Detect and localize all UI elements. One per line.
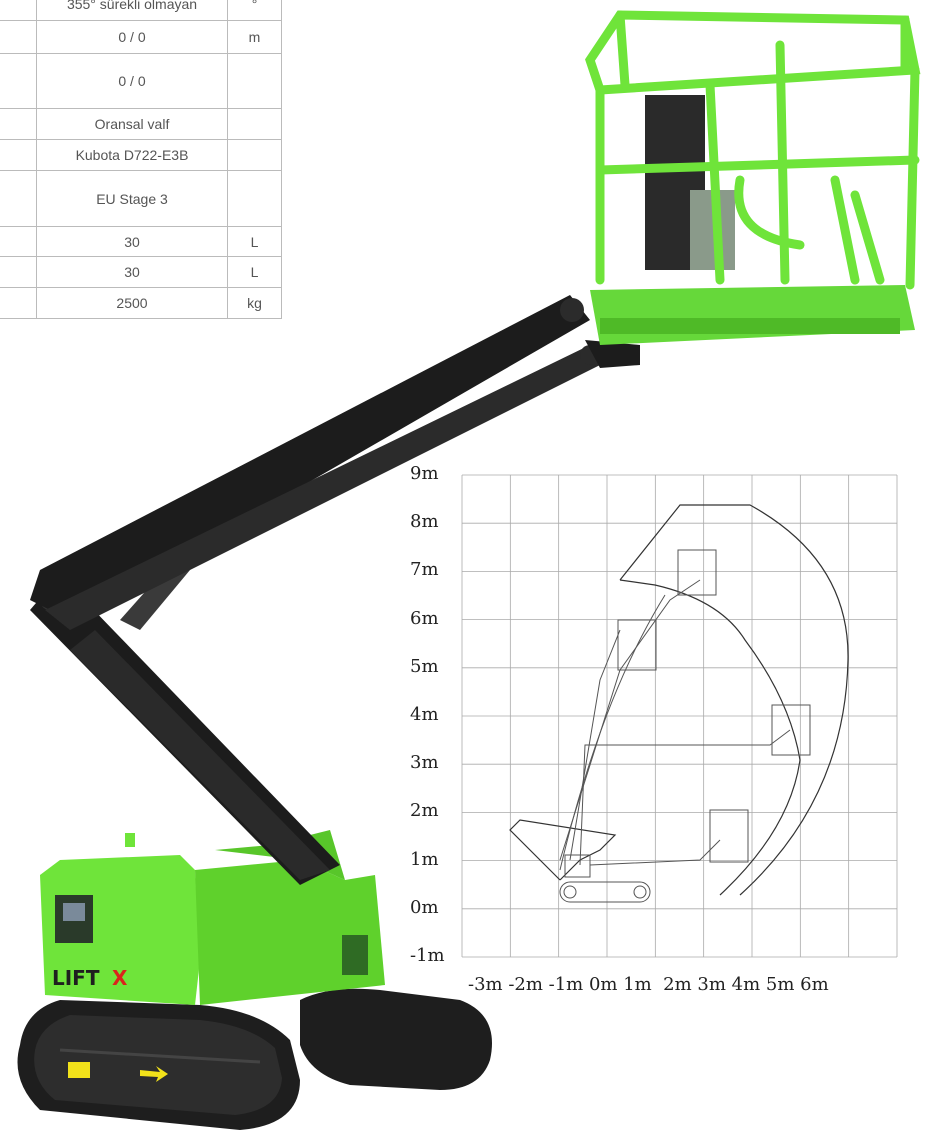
table-row: Kubota D722-E3B — [0, 139, 282, 171]
spec-unit — [227, 170, 282, 227]
spec-value: Oransal valf — [36, 108, 228, 140]
table-row: 2500 kg — [0, 287, 282, 319]
spec-value: 0 / 0 — [36, 20, 228, 54]
spec-value: EU Stage 3 — [36, 170, 228, 227]
table-row: 30 L — [0, 226, 282, 257]
spec-unit: L — [227, 256, 282, 288]
svg-text:X: X — [112, 966, 128, 990]
spec-value: 30 — [36, 256, 228, 288]
spec-value: 30 — [36, 226, 228, 257]
table-row: 30 L — [0, 256, 282, 288]
spec-value: 0 / 0 — [36, 53, 228, 109]
table-row: 0 / 0 — [0, 53, 282, 109]
spec-unit — [227, 53, 282, 109]
spec-value: Kubota D722-E3B — [36, 139, 228, 171]
table-row: Oransal valf — [0, 108, 282, 140]
machine-positions — [559, 549, 811, 903]
brand-logo: LIFT — [52, 966, 100, 990]
spec-unit: kg — [227, 287, 282, 319]
crawler-tracks — [17, 988, 492, 1130]
upper-boom — [30, 295, 640, 630]
spec-unit — [227, 139, 282, 171]
table-row: 355° sürekli olmayan ° — [0, 0, 282, 21]
spec-table: 355° sürekli olmayan ° 0 / 0 m 0 / 0 Ora… — [0, 0, 282, 319]
table-row: 0 / 0 m — [0, 20, 282, 54]
spec-unit: m — [227, 20, 282, 54]
spec-value: 2500 — [36, 287, 228, 319]
table-row: EU Stage 3 — [0, 170, 282, 227]
work-basket — [585, 10, 921, 345]
